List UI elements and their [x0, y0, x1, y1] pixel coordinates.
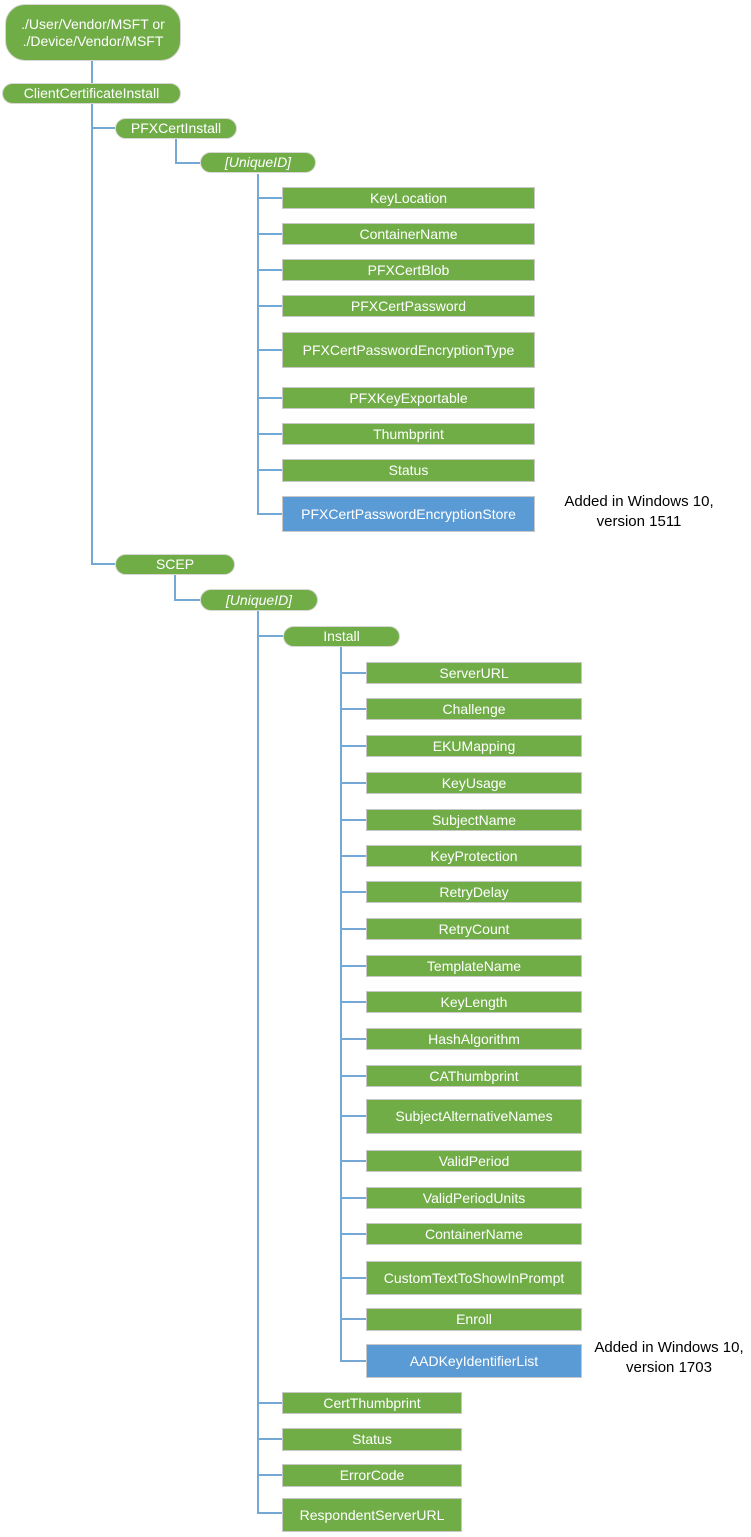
node-retrycount: RetryCount [366, 918, 582, 940]
connector-clientcertificateinstall-trunk [91, 104, 115, 565]
node-retrydelay: RetryDelay [366, 881, 582, 903]
node-customtexttoshowinprompt: CustomTextToShowInPrompt [366, 1261, 582, 1295]
node-pfx-status: Status [282, 459, 535, 482]
node-pfxcertpasswordencryptiontype: PFXCertPasswordEncryptionType [282, 332, 535, 368]
node-install: Install [283, 626, 400, 647]
node-serverurl: ServerURL [366, 662, 582, 684]
annotation-added-windows10-1511: Added in Windows 10, version 1511 [543, 492, 735, 532]
node-validperiodunits: ValidPeriodUnits [366, 1187, 582, 1209]
node-validperiod: ValidPeriod [366, 1150, 582, 1172]
node-templatename: TemplateName [366, 955, 582, 977]
node-install-containername: ContainerName [366, 1223, 582, 1245]
annotation-1703-line1: Added in Windows 10, [594, 1339, 744, 1356]
node-pfxcertpasswordencryptionstore: PFXCertPasswordEncryptionStore [282, 496, 535, 532]
node-keylength: KeyLength [366, 991, 582, 1013]
root-path-line2: ./Device/Vendor/MSFT [22, 32, 164, 49]
node-scep-uniqueid: [UniqueID] [200, 589, 318, 611]
node-pfx-uniqueid: [UniqueID] [200, 152, 316, 173]
connector-pfxcertinstall-to-uniqueid [175, 139, 200, 164]
node-respondentserverurl: RespondentServerURL [282, 1498, 462, 1532]
connector-scep-uniqueid-trunk [257, 611, 283, 1514]
node-errorcode: ErrorCode [282, 1464, 462, 1487]
annotation-1703-line2: version 1703 [626, 1359, 712, 1376]
connector-pfx-uniqueid-trunk [257, 174, 282, 515]
node-cathumbprint: CAThumbprint [366, 1065, 582, 1087]
node-enroll: Enroll [366, 1308, 582, 1331]
node-containername: ContainerName [282, 223, 535, 245]
node-certthumbprint: CertThumbprint [282, 1392, 462, 1414]
node-aadkeyidentifierlist: AADKeyIdentifierList [366, 1344, 582, 1378]
node-scep: SCEP [115, 554, 235, 575]
node-pfxkeyexportable: PFXKeyExportable [282, 387, 535, 409]
node-clientcertificateinstall: ClientCertificateInstall [2, 83, 181, 104]
node-keylocation: KeyLocation [282, 187, 535, 209]
node-ekumapping: EKUMapping [366, 735, 582, 757]
annotation-1511-line2: version 1511 [596, 513, 682, 530]
node-thumbprint: Thumbprint [282, 423, 535, 445]
node-subjectalternativenames: SubjectAlternativeNames [366, 1099, 582, 1134]
annotation-added-windows10-1703: Added in Windows 10, version 1703 [585, 1338, 751, 1378]
node-keyprotection: KeyProtection [366, 845, 582, 867]
root-path-line1: ./User/Vendor/MSFT or [21, 16, 165, 33]
node-challenge: Challenge [366, 698, 582, 720]
node-keyusage: KeyUsage [366, 772, 582, 794]
node-pfxcertinstall: PFXCertInstall [115, 118, 237, 139]
connector-install-trunk [340, 647, 366, 1362]
annotation-1511-line1: Added in Windows 10, [564, 493, 714, 510]
node-hashalgorithm: HashAlgorithm [366, 1028, 582, 1050]
node-pfxcertpassword: PFXCertPassword [282, 295, 535, 317]
node-scep-status: Status [282, 1428, 462, 1451]
node-subjectname: SubjectName [366, 809, 582, 831]
node-root-path: ./User/Vendor/MSFT or ./Device/Vendor/MS… [5, 4, 181, 61]
connector-scep-to-uniqueid [174, 575, 200, 601]
node-pfxcertblob: PFXCertBlob [282, 259, 535, 281]
